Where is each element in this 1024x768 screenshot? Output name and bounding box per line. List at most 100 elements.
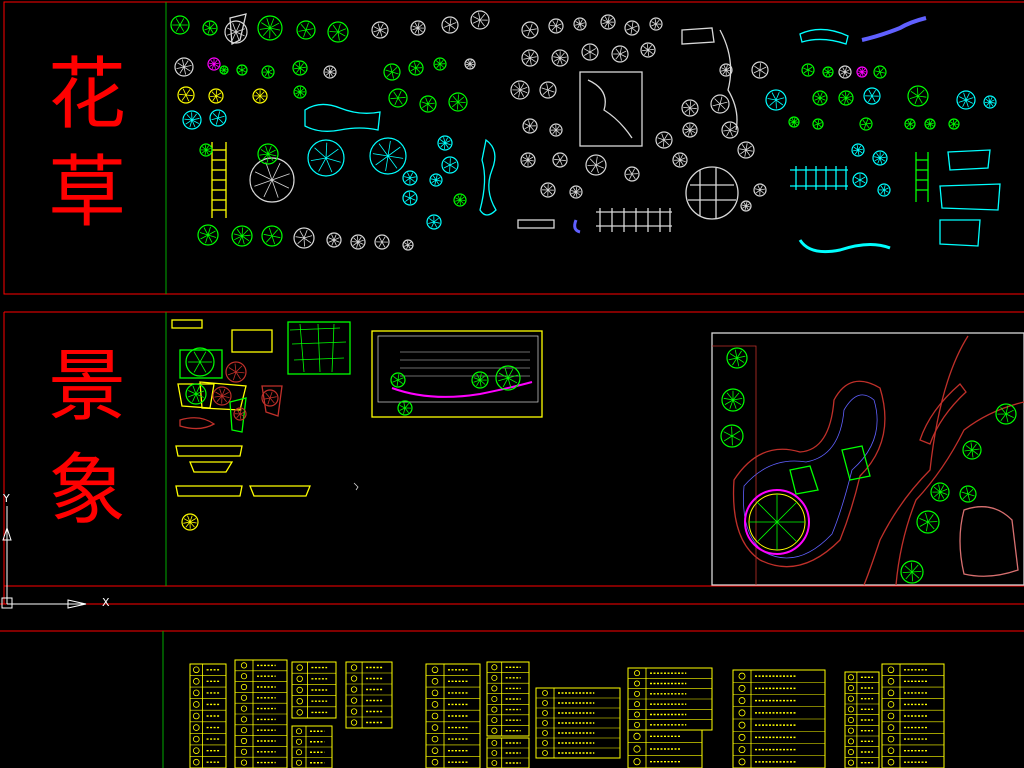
plant-symbol[interactable]: [682, 122, 698, 138]
pavilion-plan[interactable]: [744, 489, 810, 555]
plant-symbol[interactable]: [672, 152, 688, 168]
legend-table[interactable]: [486, 737, 530, 768]
plant-symbol[interactable]: [177, 86, 195, 104]
ladder-symbol[interactable]: [211, 142, 227, 218]
plant-symbol[interactable]: [751, 61, 769, 79]
winding-path-symbol[interactable]: [719, 29, 738, 131]
tree-symbol[interactable]: [995, 403, 1017, 425]
round-paving-symbol[interactable]: [685, 166, 739, 220]
plant-symbol[interactable]: [426, 214, 442, 230]
paving-symbol[interactable]: [304, 103, 381, 132]
plant-symbol[interactable]: [252, 88, 268, 104]
tree-symbol[interactable]: [916, 510, 940, 534]
stream-symbol[interactable]: [479, 138, 497, 216]
legend-table[interactable]: [732, 669, 826, 768]
plant-symbol[interactable]: [182, 110, 202, 130]
tree-symbol[interactable]: [720, 424, 744, 448]
plant-symbol[interactable]: [838, 90, 854, 106]
plant-symbol[interactable]: [655, 131, 673, 149]
plant-symbol[interactable]: [402, 170, 418, 186]
plant-symbol[interactable]: [600, 14, 616, 30]
plant-symbol[interactable]: [851, 143, 865, 157]
plant-symbol[interactable]: [224, 20, 248, 44]
legend-table[interactable]: [425, 663, 481, 768]
plant-symbol[interactable]: [231, 225, 253, 247]
flowerbed-plan[interactable]: [179, 349, 223, 379]
plant-symbol[interactable]: [904, 118, 916, 130]
plant-symbol[interactable]: [448, 92, 468, 112]
tree-symbol[interactable]: [495, 365, 521, 391]
cyan-paving-symbol[interactable]: [939, 183, 1001, 247]
plant-symbol[interactable]: [464, 58, 476, 70]
tree-symbol[interactable]: [900, 560, 924, 584]
tree-symbol[interactable]: [471, 371, 489, 389]
plant-symbol[interactable]: [453, 193, 467, 207]
legend-table[interactable]: [486, 661, 530, 737]
arc-steps[interactable]: [919, 383, 967, 445]
plant-symbol[interactable]: [510, 80, 530, 100]
plant-symbol[interactable]: [174, 57, 194, 77]
plant-symbol[interactable]: [521, 49, 539, 67]
plant-symbol[interactable]: [208, 88, 224, 104]
plant-symbol[interactable]: [838, 65, 852, 79]
plant-symbol[interactable]: [408, 60, 424, 76]
plant-symbol[interactable]: [822, 66, 834, 78]
plant-symbol[interactable]: [852, 172, 868, 188]
plant-symbol[interactable]: [719, 63, 733, 77]
plant-symbol[interactable]: [540, 182, 556, 198]
plant-symbol[interactable]: [520, 152, 536, 168]
plant-symbol[interactable]: [812, 90, 828, 106]
plant-symbol[interactable]: [371, 21, 389, 39]
scenery-section-2[interactable]: [175, 485, 243, 497]
legend-table[interactable]: [234, 659, 288, 768]
plant-symbol[interactable]: [521, 21, 539, 39]
plant-symbol[interactable]: [293, 85, 307, 99]
plant-symbol[interactable]: [859, 117, 873, 131]
plant-symbol[interactable]: [856, 66, 868, 78]
garden-elevation-frame[interactable]: [371, 330, 543, 418]
plant-symbol[interactable]: [209, 109, 227, 127]
plant-symbol[interactable]: [374, 234, 390, 250]
plant-symbol[interactable]: [202, 20, 218, 36]
legend-table[interactable]: [627, 729, 703, 768]
tree-symbol[interactable]: [212, 386, 232, 406]
plant-symbol[interactable]: [429, 173, 443, 187]
plant-symbol[interactable]: [640, 42, 656, 58]
plant-symbol[interactable]: [872, 150, 888, 166]
plant-symbol[interactable]: [812, 118, 824, 130]
plant-symbol[interactable]: [710, 94, 730, 114]
park-plan-frame[interactable]: [711, 332, 1024, 586]
plant-symbol[interactable]: [197, 224, 219, 246]
plant-symbol[interactable]: [548, 18, 564, 34]
plant-symbol[interactable]: [585, 154, 607, 176]
green-ladder-symbol[interactable]: [915, 152, 929, 202]
rockery-plan[interactable]: [579, 71, 643, 147]
plant-symbol[interactable]: [801, 63, 815, 77]
tree-symbol[interactable]: [962, 440, 982, 460]
plant-symbol[interactable]: [410, 20, 426, 36]
legend-table[interactable]: [844, 671, 880, 768]
plant-symbol[interactable]: [441, 156, 459, 174]
tree-symbol[interactable]: [390, 372, 406, 388]
plant-symbol[interactable]: [369, 137, 407, 175]
plant-symbol[interactable]: [249, 157, 295, 203]
plant-symbol[interactable]: [170, 15, 190, 35]
plant-symbol[interactable]: [257, 143, 279, 165]
plant-symbol[interactable]: [539, 81, 557, 99]
tree-symbol[interactable]: [959, 485, 977, 503]
plant-symbol[interactable]: [552, 152, 568, 168]
plant-symbol[interactable]: [948, 118, 960, 130]
pond-outline[interactable]: [732, 380, 886, 568]
tree-symbol[interactable]: [721, 388, 745, 412]
scenery-label-box[interactable]: [171, 319, 203, 329]
plant-symbol[interactable]: [350, 234, 366, 250]
plant-symbol[interactable]: [383, 63, 401, 81]
fountain-symbol[interactable]: [799, 28, 849, 45]
blue-hedge-symbol[interactable]: [861, 16, 927, 42]
cyan-stream-symbol[interactable]: [798, 239, 891, 254]
plant-symbol[interactable]: [983, 95, 997, 109]
plant-symbol[interactable]: [551, 49, 569, 67]
plant-symbol[interactable]: [611, 45, 629, 63]
